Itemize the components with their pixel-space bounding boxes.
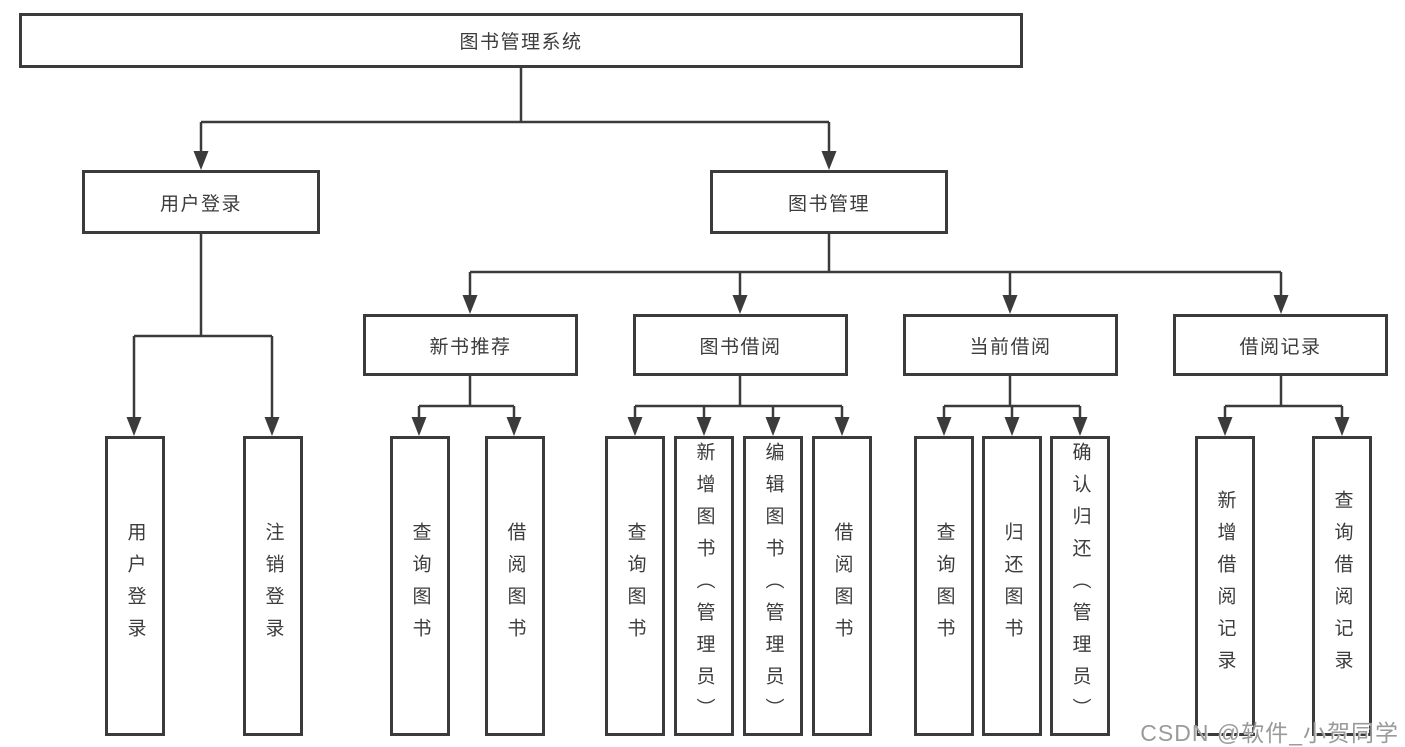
leaf-query-books-current: 查询图书 <box>914 436 974 736</box>
csdn-watermark: CSDN @软件_小贺同学 <box>1140 720 1399 746</box>
node-book-borrow: 图书借阅 <box>633 314 848 376</box>
node-borrow-records: 借阅记录 <box>1173 314 1388 376</box>
leaf-add-borrow-record: 新增借阅记录 <box>1195 436 1255 736</box>
node-book-borrow-label: 图书借阅 <box>699 336 782 358</box>
leaf-query-borrow-record: 查询借阅记录 <box>1312 436 1372 736</box>
leaf-edit-books-admin: 编辑图书（管理员） <box>743 436 803 736</box>
arrowheads <box>126 151 1350 436</box>
leaf-query-books-borrow: 查询图书 <box>605 436 665 736</box>
leaf-add-borrow-record-label: 新增借阅记录 <box>1214 490 1236 682</box>
leaf-query-books-recommend-label: 查询图书 <box>409 522 431 650</box>
node-library-system: 图书管理系统 <box>19 13 1023 68</box>
leaf-query-books-current-label: 查询图书 <box>933 522 955 650</box>
leaf-borrow-books-recommend: 借阅图书 <box>485 436 545 736</box>
node-user-login-label: 用户登录 <box>159 193 242 215</box>
leaf-borrow-books-label: 借阅图书 <box>831 522 853 650</box>
node-book-management-label: 图书管理 <box>787 193 870 215</box>
leaf-borrow-books: 借阅图书 <box>812 436 872 736</box>
node-new-book-recommend: 新书推荐 <box>363 314 578 376</box>
node-library-system-label: 图书管理系统 <box>459 32 583 53</box>
leaf-user-login-label: 用户登录 <box>124 522 146 650</box>
leaf-user-login: 用户登录 <box>105 436 165 736</box>
leaf-query-borrow-record-label: 查询借阅记录 <box>1331 490 1353 682</box>
leaf-query-books-recommend: 查询图书 <box>390 436 450 736</box>
node-book-management: 图书管理 <box>710 170 948 234</box>
leaf-borrow-books-recommend-label: 借阅图书 <box>504 522 526 650</box>
leaf-return-books: 归还图书 <box>982 436 1042 736</box>
node-user-login: 用户登录 <box>82 170 320 234</box>
leaf-add-books-admin: 新增图书（管理员） <box>674 436 734 736</box>
node-borrow-records-label: 借阅记录 <box>1239 336 1322 358</box>
leaf-add-books-admin-label: 新增图书（管理员） <box>693 442 715 730</box>
node-new-book-recommend-label: 新书推荐 <box>429 336 512 358</box>
leaf-edit-books-admin-label: 编辑图书（管理员） <box>762 442 784 730</box>
leaf-logout-label: 注销登录 <box>262 522 284 650</box>
leaf-return-books-label: 归还图书 <box>1001 522 1023 650</box>
leaf-confirm-return-admin-label: 确认归还（管理员） <box>1069 442 1091 730</box>
leaf-query-books-borrow-label: 查询图书 <box>624 522 646 650</box>
leaf-logout: 注销登录 <box>243 436 303 736</box>
node-current-borrow-label: 当前借阅 <box>969 336 1052 358</box>
leaf-confirm-return-admin: 确认归还（管理员） <box>1050 436 1110 736</box>
connector-path <box>132 68 1344 419</box>
node-current-borrow: 当前借阅 <box>903 314 1118 376</box>
